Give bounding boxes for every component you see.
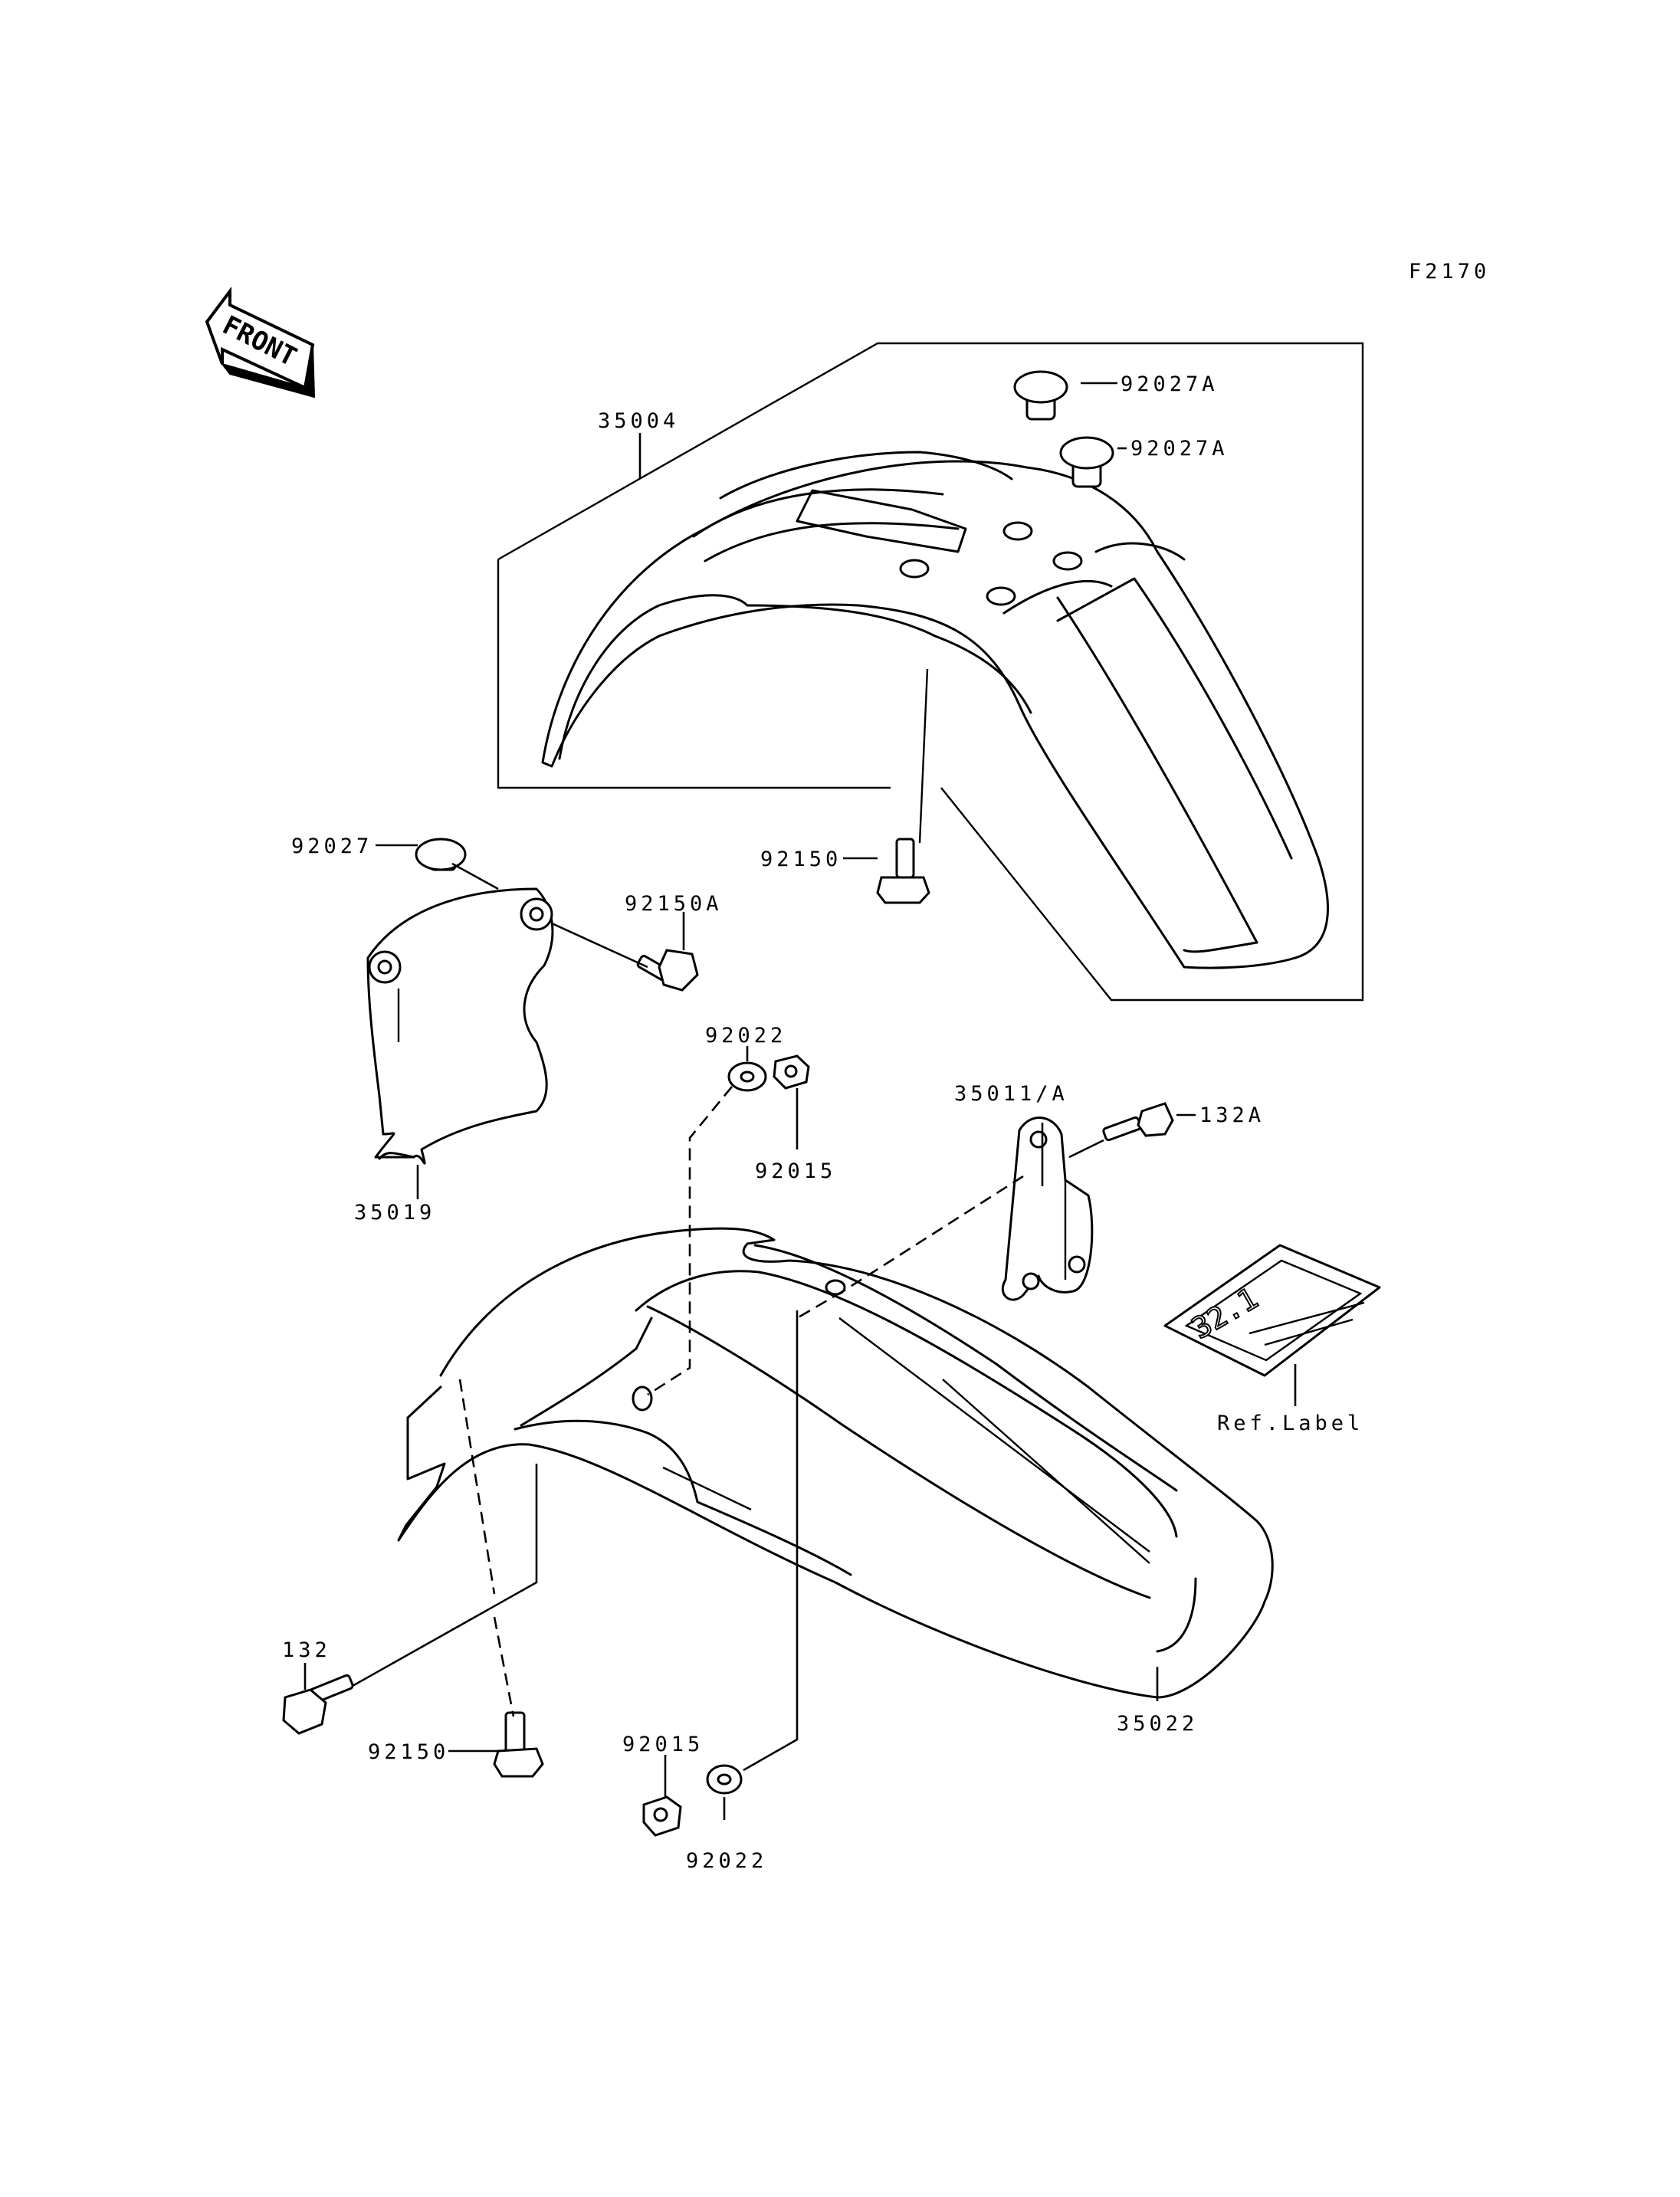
leader-lines [304,382,1297,1820]
callout-92015-top: 92015 [755,1159,836,1183]
callout-35022: 35022 [1117,1712,1198,1736]
bolt-92150-top [876,838,930,904]
front-direction-arrow-icon: FRONT [205,287,316,398]
rear-fender [397,1227,1274,1699]
callout-92027: 92027 [291,835,372,858]
callout-132: 132 [282,1638,331,1662]
assembly-dashed-lines [458,1086,1024,1717]
cover-35019 [366,887,554,1165]
callout-ref-label: Ref.Label [1217,1412,1363,1435]
washer-92022-top [727,1061,767,1092]
grommet-92027a-1 [1013,370,1068,421]
washer-92022-bottom [706,1764,743,1795]
callout-92015-bottom: 92015 [622,1733,704,1756]
bolt-92150-bottom [493,1711,544,1778]
callout-35019: 35019 [354,1201,435,1225]
callout-labels: 35004 92027A 92027A 92027 92150 92150A 9… [282,372,1363,1873]
callout-92027a-1: 92027A [1121,372,1219,396]
callout-92150-top: 92150 [760,848,842,871]
callout-92150a: 92150A [625,892,723,916]
bolt-92150a [636,949,699,992]
figure-code: F2170 [1409,260,1490,284]
front-fender-group-box [497,342,1364,1002]
callout-92150-bottom: 92150 [368,1740,449,1764]
grommet-92027a-2 [1059,436,1114,488]
callout-35011a: 35011/A [954,1082,1068,1106]
front-fender [541,451,1329,969]
callout-35004: 35004 [598,409,679,433]
bolt-132 [282,1674,354,1735]
label-plate-text: 32.1 [1186,1281,1264,1346]
nut-92015-bottom [642,1795,682,1837]
reference-label-plate: 32.1 [1163,1244,1381,1377]
callout-92022-bottom: 92022 [686,1849,767,1873]
bolt-132a [1102,1102,1174,1142]
callout-92027a-2: 92027A [1130,437,1229,461]
grommet-92027 [415,838,467,871]
nut-92015-top [773,1054,810,1090]
callout-92022-top: 92022 [705,1024,786,1048]
bracket-35011a [1001,1117,1094,1301]
callout-132a: 132A [1199,1103,1265,1127]
